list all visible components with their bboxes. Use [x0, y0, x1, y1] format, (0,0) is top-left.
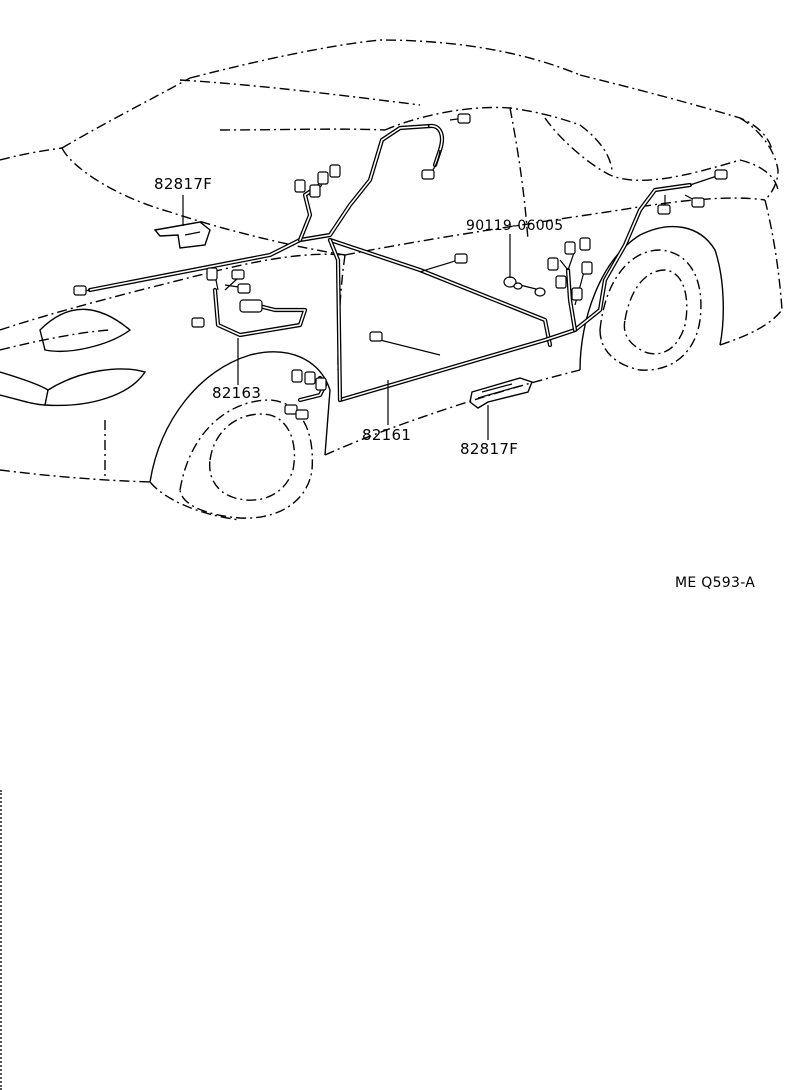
protector-front-part	[153, 221, 211, 249]
car-body-outline	[0, 39, 783, 521]
connectors	[73, 113, 728, 420]
part-label-protector-rear: 82817F	[460, 440, 519, 458]
figure-code: ME Q593-A	[675, 575, 756, 591]
part-label-harness-front: 82163	[212, 384, 262, 402]
leader-lines	[182, 195, 511, 440]
part-label-clamp: 90119-06005	[466, 218, 564, 234]
protector-rear-part	[469, 377, 533, 409]
part-label-harness-floor: 82161	[362, 426, 412, 444]
wire-harness	[87, 123, 693, 403]
part-label-protector-front: 82817F	[154, 175, 213, 193]
scan-edge	[0, 790, 4, 1090]
harness-branch-leads	[79, 117, 721, 356]
